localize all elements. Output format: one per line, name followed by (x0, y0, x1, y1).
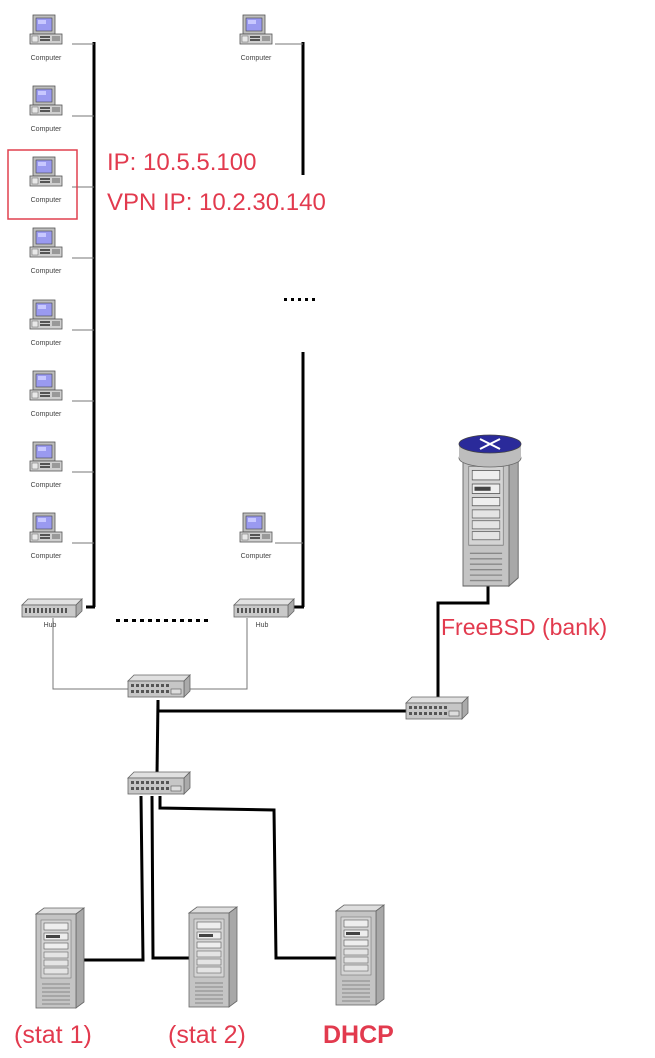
computer-node[interactable]: Computer (29, 370, 63, 418)
computer-node[interactable]: Computer (29, 85, 63, 133)
computer-node[interactable]: Computer (239, 14, 273, 62)
server-icon (462, 449, 519, 587)
core-to-bank-link (156, 700, 408, 713)
computer-node[interactable]: Computer (29, 14, 63, 62)
computer-label: Computer (31, 411, 62, 418)
left-computers: Computer Computer Computer Computer Comp… (29, 14, 63, 560)
right-computers: Computer Computer (239, 14, 273, 560)
computer-label: Computer (31, 126, 62, 133)
computer-icon (29, 14, 63, 45)
computer-node-highlighted[interactable]: Computer (29, 156, 63, 204)
highlight-box (7, 149, 78, 220)
bank-to-freebsd-link (436, 586, 490, 698)
computer-icon (29, 85, 63, 116)
core-to-servers-link (155, 699, 160, 776)
right-hub-to-core (188, 618, 248, 690)
computer-icon (29, 512, 63, 543)
hub-left[interactable]: Hub (21, 598, 83, 629)
link-stat1 (84, 795, 145, 962)
computer-icon (29, 299, 63, 330)
switch-servers[interactable] (127, 771, 191, 795)
computer-label: Computer (31, 553, 62, 560)
server-icon (188, 906, 238, 1008)
computer-label: Computer (31, 55, 62, 62)
router-freebsd[interactable] (458, 434, 522, 587)
left-computer-links (72, 43, 303, 544)
computer-label: Computer (241, 55, 272, 62)
server-stat1[interactable] (35, 907, 85, 1009)
server-dhcp[interactable] (335, 904, 385, 1006)
ellipsis-vertical-gap (284, 298, 315, 301)
hub-right[interactable]: Hub (233, 598, 295, 629)
freebsd-label: FreeBSD (bank) (441, 614, 607, 640)
dhcp-label: DHCP (323, 1021, 394, 1049)
computer-icon (239, 14, 273, 45)
computer-node[interactable]: Computer (29, 512, 63, 560)
computer-icon (29, 227, 63, 258)
server-stat2[interactable] (188, 906, 238, 1008)
computer-label: Computer (31, 340, 62, 347)
switch-icon (405, 696, 469, 720)
computer-label: Computer (241, 553, 272, 560)
hub-label: Hub (44, 622, 57, 629)
switch-bank[interactable] (405, 696, 469, 720)
switch-icon (127, 771, 191, 795)
hub-icon (233, 598, 295, 618)
left-hub-to-core (52, 618, 130, 690)
computer-icon (29, 441, 63, 472)
stat2-label: (stat 2) (168, 1021, 246, 1049)
server-icon (35, 907, 85, 1009)
link-dhcp (158, 796, 336, 960)
router-icon (458, 434, 522, 468)
connections (52, 42, 490, 962)
stat1-label: (stat 1) (14, 1021, 92, 1049)
computer-icon (29, 156, 63, 187)
computer-node[interactable]: Computer (29, 441, 63, 489)
computer-label: Computer (31, 197, 62, 204)
computer-node[interactable]: Computer (239, 512, 273, 560)
server-icon (335, 904, 385, 1006)
vpn-ip-annotation: VPN IP: 10.2.30.140 (107, 189, 326, 216)
switch-icon (127, 674, 191, 698)
hub-label: Hub (256, 622, 269, 629)
computer-icon (239, 512, 273, 543)
computer-label: Computer (31, 482, 62, 489)
computer-node[interactable]: Computer (29, 227, 63, 275)
ip-annotation: IP: 10.5.5.100 (107, 149, 256, 176)
computer-label: Computer (31, 268, 62, 275)
computer-node[interactable]: Computer (29, 299, 63, 347)
switch-core[interactable] (127, 674, 191, 698)
ellipsis-hubs-gap (116, 619, 208, 622)
link-stat2 (150, 795, 190, 960)
computer-icon (29, 370, 63, 401)
hub-icon (21, 598, 83, 618)
